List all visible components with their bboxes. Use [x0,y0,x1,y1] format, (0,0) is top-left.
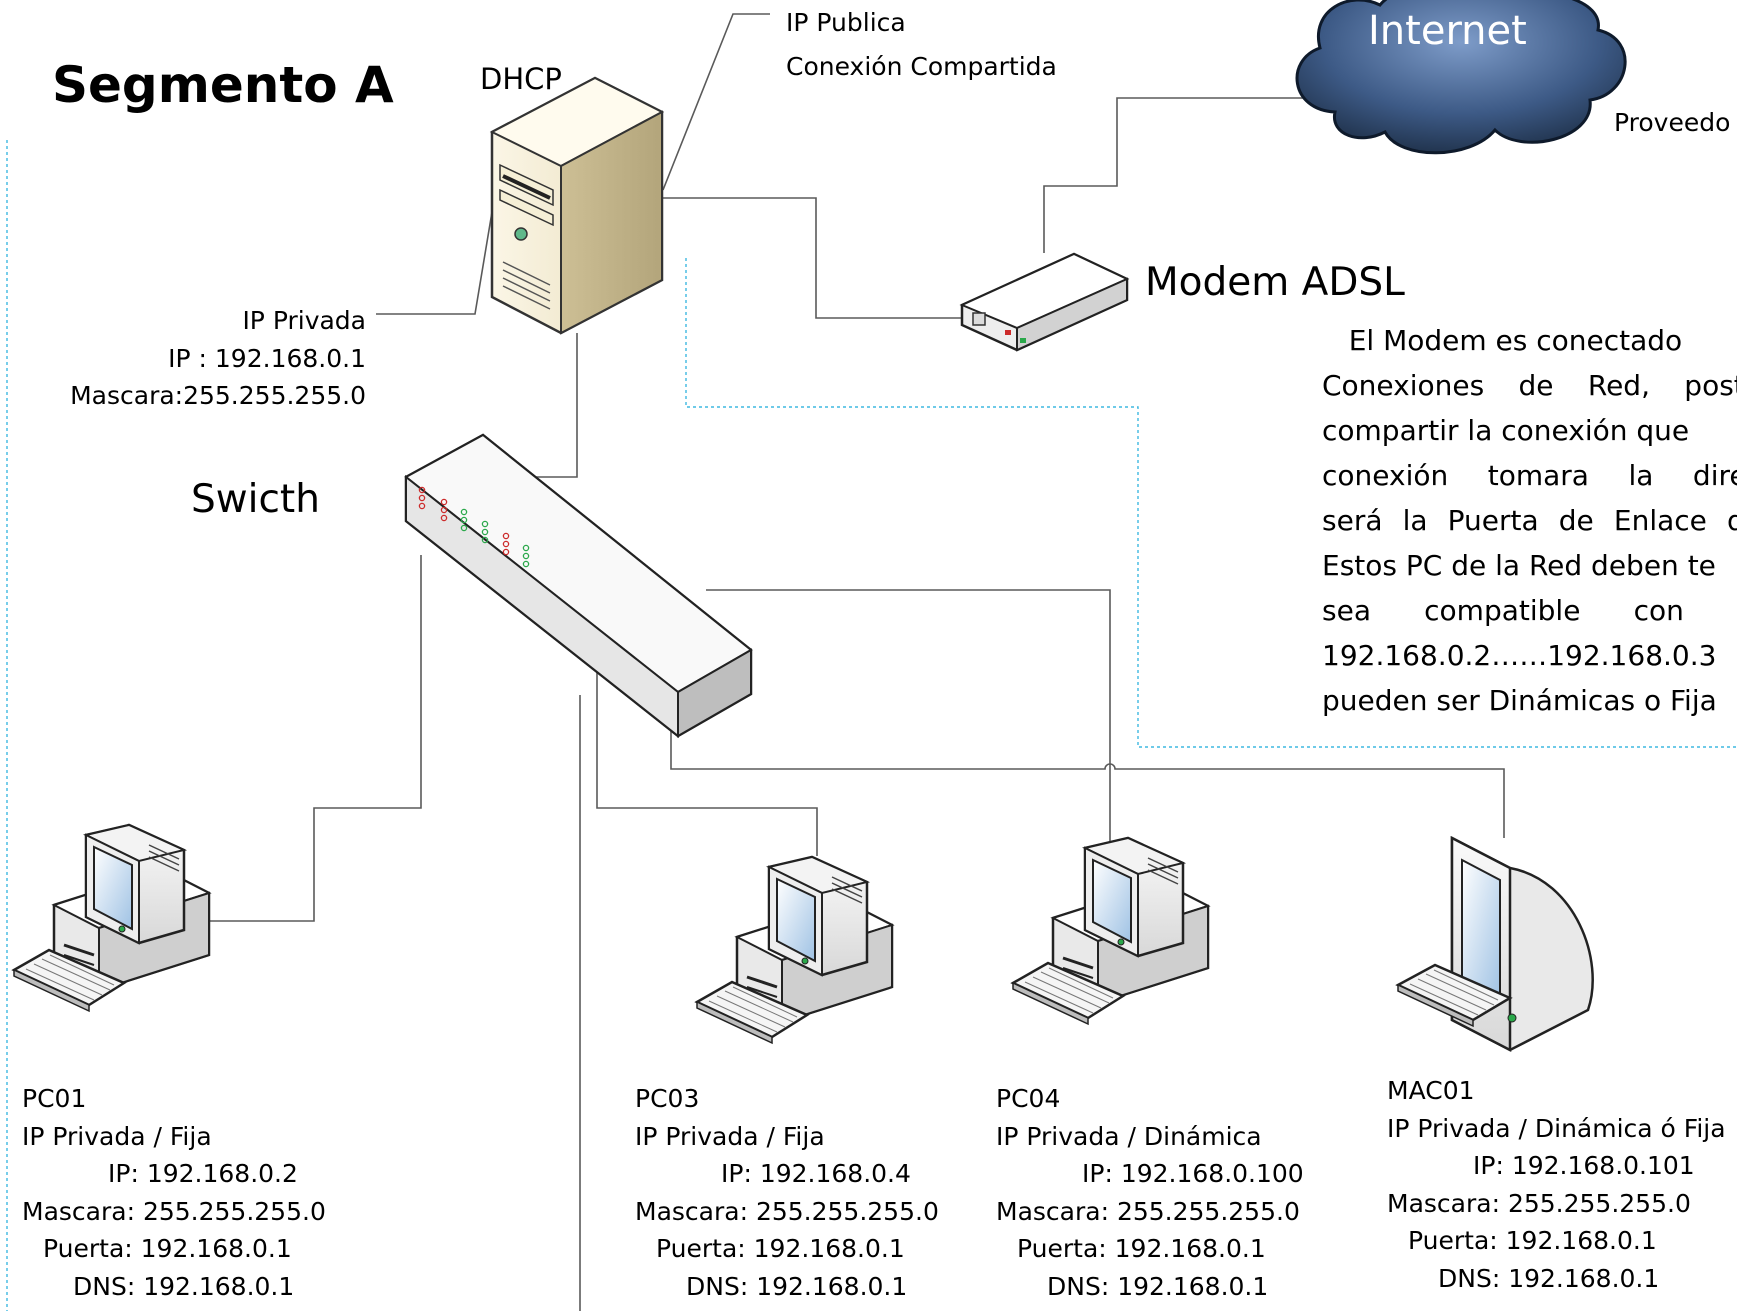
pc-gateway: Puerta: 192.168.0.1 [1408,1226,1657,1255]
pc-ip-type: IP Privada / Dinámica [996,1121,1262,1151]
mac01-info: MAC01 IP Privada / Dinámica ó Fija IP: 1… [1387,1072,1726,1297]
pc-dns: DNS: 192.168.0.1 [686,1271,908,1301]
pc01-computer-icon [12,823,211,1013]
pc-gateway: Puerta: 192.168.0.1 [43,1234,292,1263]
description-line: 192.168.0.2……192.168.0.3 [1322,639,1717,672]
description-line: Conexiones de Red, poste [1322,369,1737,402]
pc-ip: IP: 192.168.0.4 [721,1159,911,1188]
description-line: pueden ser Dinámicas o Fija [1322,684,1717,717]
pc04-info: PC04 IP Privada / Dinámica IP: 192.168.0… [996,1080,1304,1305]
pc-gateway: Puerta: 192.168.0.1 [1017,1234,1266,1263]
wire-server-switch [525,333,578,478]
pc03-computer-icon [695,855,894,1045]
pc-ip-type: IP Privada / Dinámica ó Fija [1387,1113,1726,1143]
pc-name: MAC01 [1387,1076,1475,1105]
pc-name: PC03 [635,1084,700,1113]
pc-mask: Mascara: 255.255.255.0 [1387,1188,1691,1218]
description-line: será la Puerta de Enlace de [1322,504,1737,537]
pc-dns: DNS: 192.168.0.1 [1438,1263,1660,1293]
description-line: El Modem es conectado [1322,324,1683,357]
leader-public-ip [662,13,770,191]
server-private-ip-block: IP Privada IP : 192.168.0.1 Mascara:255.… [40,302,366,415]
pc-dns: DNS: 192.168.0.1 [73,1271,295,1301]
public-ip-label: IP Publica [786,8,906,37]
leader-private-ip [376,211,493,315]
modem-icon [959,252,1130,352]
server-mask-value: Mascara:255.255.255.0 [70,381,366,410]
private-ip-label: IP Privada [242,306,366,335]
switch-label: Swicth [191,477,320,522]
pc04-computer-icon [1011,836,1210,1026]
wire-server-modem [662,197,962,319]
pc-ip-type: IP Privada / Fija [22,1121,212,1151]
mac01-computer-icon [1395,835,1594,1053]
internet-cloud-icon [1295,0,1627,155]
pc-ip: IP: 192.168.0.100 [1082,1159,1304,1188]
pc-ip: IP: 192.168.0.101 [1473,1151,1695,1180]
wire-modem-internet [1043,97,1320,253]
dhcp-label: DHCP [480,62,562,96]
pc-ip: IP: 192.168.0.2 [108,1159,298,1188]
wire-switch-pc01 [205,555,422,922]
modem-label: Modem ADSL [1145,260,1405,305]
diagram-title: Segmento A [52,56,394,114]
wire-switch-pc03 [596,668,818,856]
pc01-info: PC01 IP Privada / Fija IP: 192.168.0.2 M… [22,1080,326,1305]
pc-name: PC04 [996,1084,1061,1113]
wire-switch-pc04 [706,589,1111,867]
provider-label: Proveedo [1614,108,1731,137]
pc-dns: DNS: 192.168.0.1 [1047,1271,1269,1301]
segment-boundary-right [685,258,1737,748]
internet-label: Internet [1368,8,1527,54]
server-ip-value: IP : 192.168.0.1 [168,343,366,373]
pc03-info: PC03 IP Privada / Fija IP: 192.168.0.4 M… [635,1080,939,1305]
pc-mask: Mascara: 255.255.255.0 [22,1196,326,1226]
shared-connection-label: Conexión Compartida [786,52,1057,81]
description-line: sea compatible con la [1322,594,1737,627]
description-paragraph: El Modem es conectado Conexiones de Red,… [1322,318,1737,723]
pc-name: PC01 [22,1084,87,1113]
pc-mask: Mascara: 255.255.255.0 [996,1196,1300,1226]
switch-icon [404,433,753,739]
description-line: Estos PC de la Red deben te [1322,549,1716,582]
description-line: compartir la conexión que [1322,414,1690,447]
dhcp-server-icon [489,76,665,335]
wire-switch-mac01 [670,705,1505,838]
description-line: conexión tomara la direc [1322,459,1737,492]
pc-gateway: Puerta: 192.168.0.1 [656,1234,905,1263]
pc-ip-type: IP Privada / Fija [635,1121,825,1151]
pc-mask: Mascara: 255.255.255.0 [635,1196,939,1226]
